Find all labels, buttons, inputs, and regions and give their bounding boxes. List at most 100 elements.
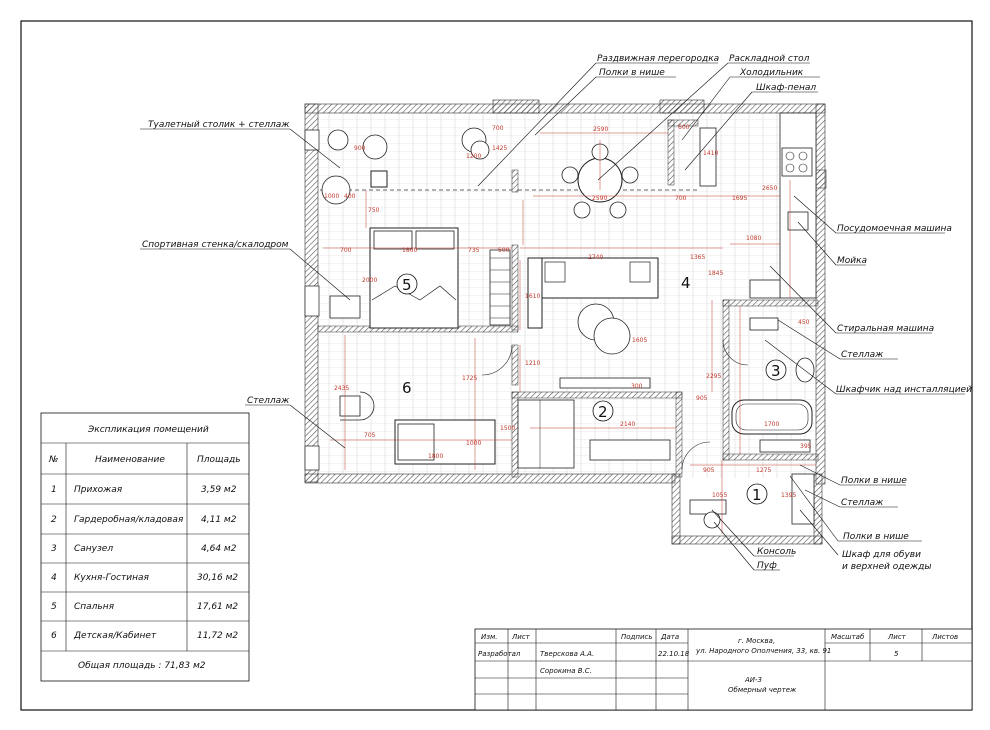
tb-project-code: АИ-3	[744, 676, 762, 684]
label-sliding-partition: Раздвижная перегородка	[597, 54, 719, 64]
tb-date: 22.10.18	[658, 650, 690, 658]
tb-drawing-name: Обмерный чертеж	[728, 686, 797, 694]
dim-1395: 1395	[781, 492, 796, 499]
tb-list: Лист	[511, 633, 531, 641]
dim-900: 900	[354, 145, 366, 152]
label-shelf-left: Стеллаж	[247, 396, 290, 406]
tb-list-label: Лист	[887, 633, 907, 641]
wall-entry-bottom	[671, 535, 823, 545]
dim-2740: 2740	[588, 254, 603, 261]
dim-1500: 1500	[500, 425, 515, 432]
row-6-area: 11,72 м2	[197, 631, 238, 641]
sport-wall	[489, 249, 511, 326]
row-4-num: 4	[51, 573, 57, 583]
dim-1725: 1725	[462, 375, 477, 382]
dim-2650: 2650	[762, 185, 777, 192]
dim-1845: 1845	[708, 270, 723, 277]
dim-1695: 1695	[732, 195, 747, 202]
dim-735: 735	[468, 247, 480, 254]
label-niche-shelves-top: Полки в нише	[599, 68, 665, 78]
wall-entry	[671, 473, 681, 545]
dim-500: 500	[498, 247, 510, 254]
dim-1610: 1610	[525, 293, 540, 300]
dim-1365: 1365	[690, 254, 705, 261]
row-6-num: 6	[51, 631, 57, 641]
total-area: Общая площадь : 71,83 м2	[78, 661, 206, 671]
label-fridge: Холодильник	[739, 68, 804, 78]
dim-905-b: 905	[703, 467, 715, 474]
row-1-area: 3,59 м2	[201, 485, 237, 495]
room-number-4: 4	[681, 274, 691, 292]
label-niche-shelves-right: Полки в нише	[841, 476, 907, 486]
dim-700-bed: 700	[340, 247, 352, 254]
label-dishwasher: Посудомоечная машина	[837, 224, 952, 234]
label-console: Консоль	[757, 547, 796, 557]
tb-data: Дата	[660, 633, 679, 641]
label-cabinet-install: Шкафчик над инсталляцией	[836, 385, 972, 395]
dimension-lines	[323, 132, 816, 534]
dim-1080: 1080	[746, 235, 761, 242]
tb-address-1: г. Москва,	[738, 637, 775, 645]
row-3-area: 4,64 м2	[201, 544, 237, 554]
dim-1000-top: 1000	[324, 193, 339, 200]
label-sink: Мойка	[837, 256, 867, 266]
dim-450: 450	[798, 319, 810, 326]
header-name: Наименование	[95, 455, 165, 465]
stool-top-left	[327, 129, 349, 151]
dim-1055: 1055	[712, 492, 727, 499]
label-shelf-hall: Стеллаж	[841, 498, 884, 508]
row-3-num: 3	[51, 544, 57, 554]
dimension-labels: 700 2590 600 1200 1425 2590 700 1695 265…	[324, 124, 812, 499]
entry-console	[689, 499, 727, 515]
callout-labels: Раздвижная перегородка Полки в нише Раск…	[142, 54, 972, 572]
dim-1800-bed6: 1800	[428, 453, 443, 460]
tb-podpis: Подпись	[621, 633, 653, 641]
label-wardrobe-1: Шкаф для обуви	[842, 550, 921, 560]
row-3-name: Санузел	[74, 544, 113, 554]
dim-395: 395	[800, 443, 812, 450]
wall-right	[815, 103, 826, 485]
room-number-6: 6	[402, 379, 412, 397]
dim-905-a: 905	[696, 395, 708, 402]
wall-entry-right	[813, 473, 823, 545]
dim-2000: 2000	[362, 277, 377, 284]
tb-izm: Изм.	[481, 633, 497, 641]
header-num: №	[48, 455, 58, 465]
dim-300: 300	[631, 383, 643, 390]
dim-1210: 1210	[525, 360, 540, 367]
label-niche-shelves-bottom: Полки в нише	[843, 532, 909, 542]
dim-1275: 1275	[756, 467, 771, 474]
dim-2590-top: 2590	[593, 126, 608, 133]
tb-razrabotal: Разработал	[478, 650, 521, 658]
row-5-area: 17,61 м2	[197, 602, 238, 612]
room-number-2: 2	[598, 403, 608, 421]
row-4-name: Кухня-Гостиная	[74, 573, 150, 583]
label-folding-table: Раскладной стол	[729, 54, 810, 64]
row-1-name: Прихожая	[74, 485, 123, 495]
wardrobe-2	[517, 399, 575, 469]
label-shelf-bath: Стеллаж	[841, 350, 884, 360]
dim-2295: 2295	[706, 373, 721, 380]
bathtub	[731, 399, 813, 435]
dim-2140: 2140	[620, 421, 635, 428]
kitchen-sink	[787, 211, 809, 231]
wall-top	[304, 103, 826, 114]
room-number-3: 3	[771, 362, 781, 380]
room-number-1: 1	[752, 486, 762, 504]
dim-400: 400	[344, 193, 356, 200]
dim-700-mid: 700	[675, 195, 687, 202]
room-number-5: 5	[402, 276, 412, 294]
dim-1410: 1410	[703, 150, 718, 157]
tb-author1: Тверскова А.А.	[540, 650, 594, 658]
row-1-num: 1	[51, 485, 57, 495]
dim-705: 705	[364, 432, 376, 439]
title-block: Изм. Лист Подпись Дата Разработал Тверск…	[474, 628, 973, 711]
wall-bottom	[304, 473, 676, 484]
tb-address-2: ул. Народного Ополчения, 33, кв. 91	[695, 647, 831, 655]
header-area: Площадь	[197, 455, 241, 465]
washbasin	[795, 357, 815, 383]
floor-plan	[304, 99, 827, 545]
tb-listov: Листов	[931, 633, 958, 641]
dim-1200: 1200	[466, 153, 481, 160]
room-numbers: 5 4 6 2 3 1	[396, 273, 787, 505]
